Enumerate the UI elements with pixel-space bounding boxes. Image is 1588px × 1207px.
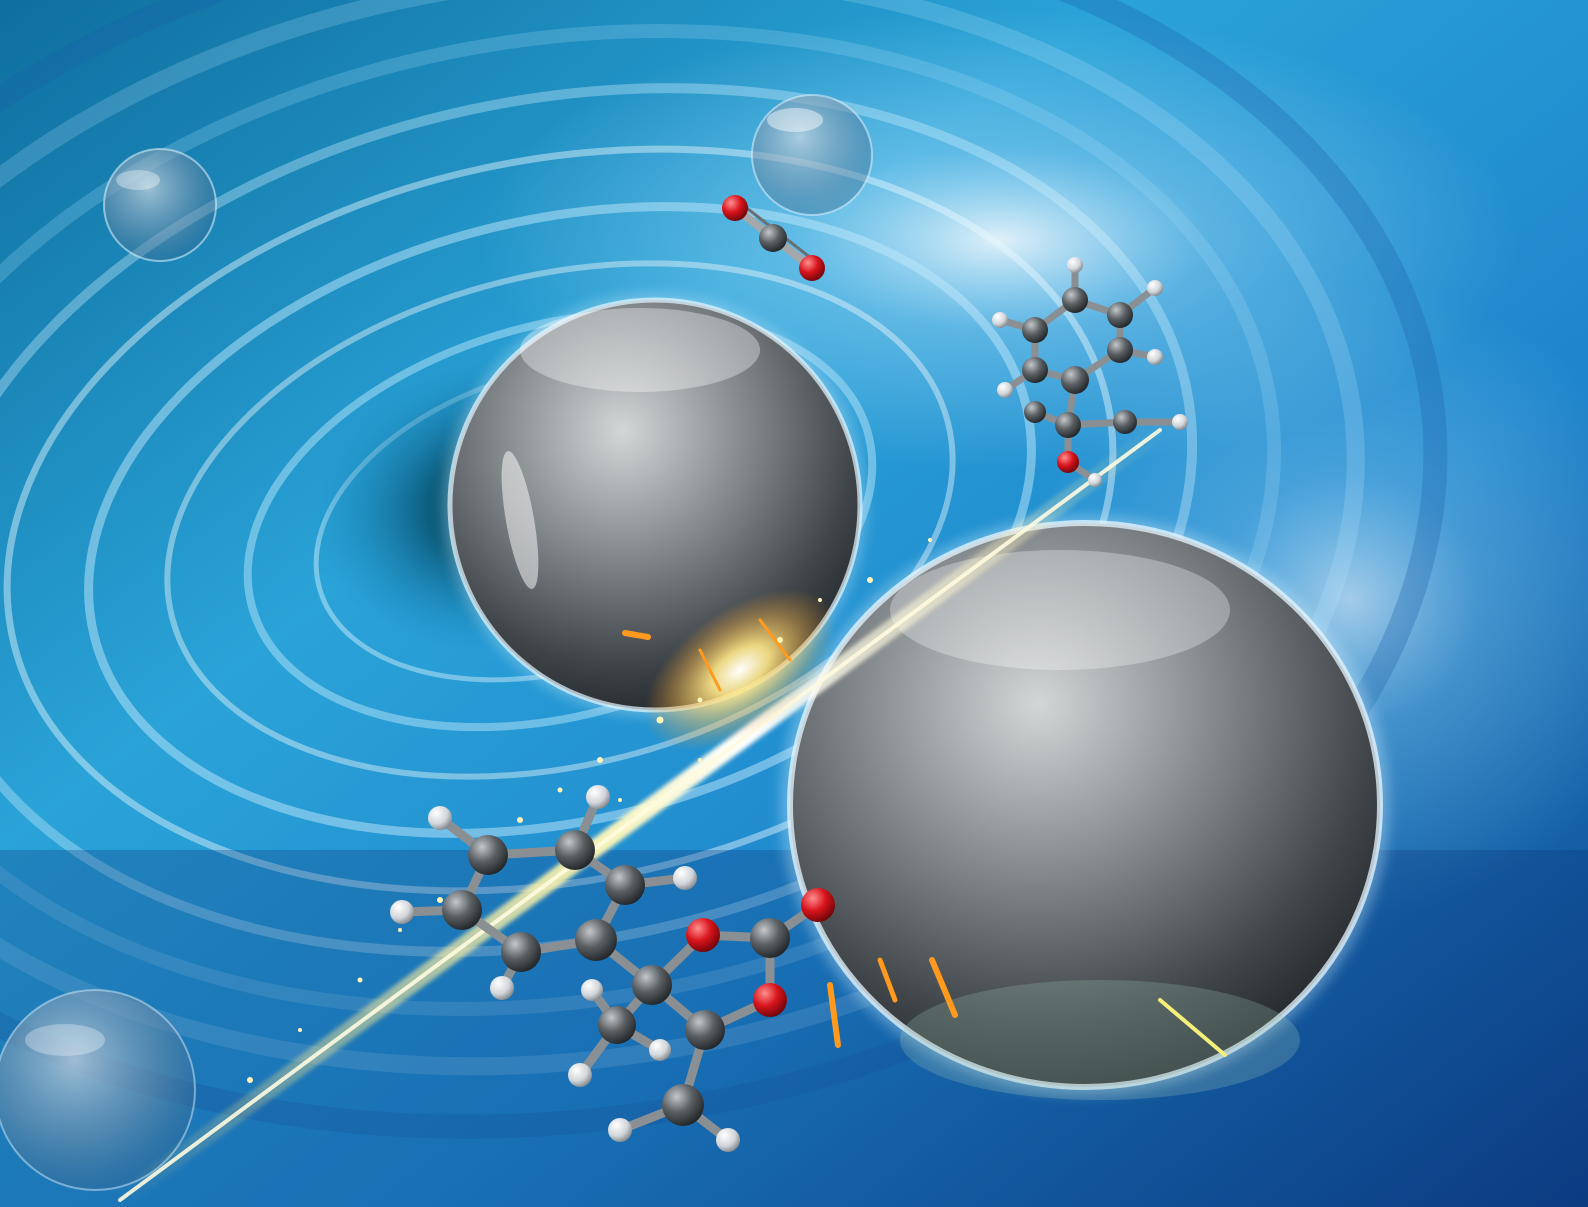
molecule-alcohol (992, 257, 1188, 487)
bubble-sphere-bottom-left (0, 989, 196, 1191)
steel-ball-large (780, 515, 1390, 1100)
spark-streaks-orange (622, 618, 958, 1048)
molecule-co2 (722, 195, 825, 281)
bubble-sphere-top (751, 94, 873, 216)
bubble-sphere-left (103, 148, 217, 262)
spark-streak-yellow (1158, 998, 1227, 1057)
impact-spark-streak (111, 421, 1227, 1207)
molecule-cyclic-carbonate (390, 785, 835, 1152)
